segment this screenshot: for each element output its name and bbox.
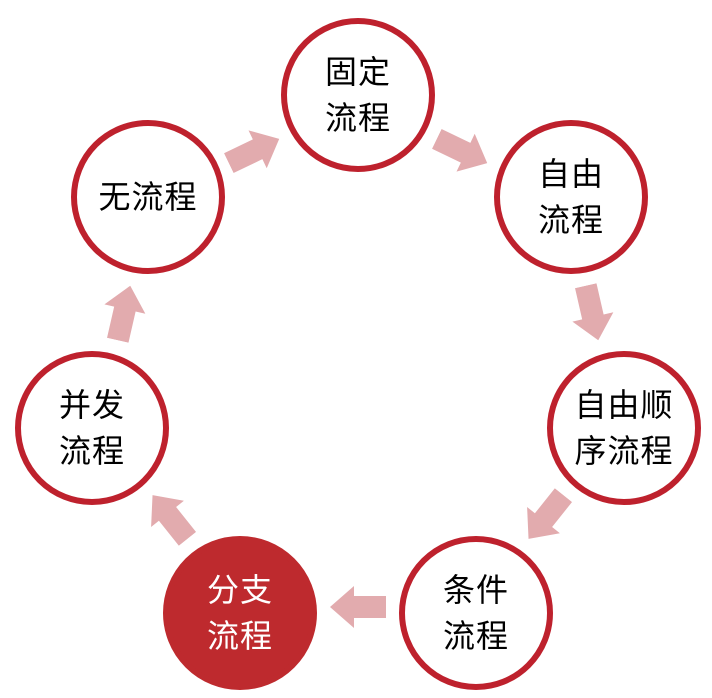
block-arrow-icon <box>527 488 573 539</box>
arrow-concurrent-process-to-no-process <box>97 281 150 345</box>
block-arrow-icon <box>431 128 488 172</box>
block-arrow-icon <box>104 285 146 343</box>
node-free-process: 自由 流程 <box>494 120 648 274</box>
node-label: 序流程 <box>574 433 674 469</box>
node-label: 流程 <box>537 202 604 238</box>
arrow-branch-process-to-concurrent-process <box>136 482 204 552</box>
node-label: 条件 <box>442 572 509 608</box>
node-concurrent-process: 并发 流程 <box>15 351 169 505</box>
node-condition-process: 条件 流程 <box>399 536 553 690</box>
node-label: 并发 <box>58 387 125 423</box>
node-fixed-process: 固定 流程 <box>281 18 435 172</box>
node-no-process: 无流程 <box>71 120 225 274</box>
node-label: 自由顺 <box>574 387 674 423</box>
arrow-no-process-to-fixed-process <box>220 120 289 182</box>
node-label: 流程 <box>206 618 273 654</box>
node-label: 流程 <box>324 100 391 136</box>
node-branch-process: 分支 流程 <box>163 536 317 690</box>
block-arrow-icon <box>572 283 614 341</box>
arrow-fixed-process-to-free-process <box>428 120 497 182</box>
node-free-sequence-process: 自由顺 序流程 <box>547 351 701 505</box>
node-label: 固定 <box>324 54 391 90</box>
node-label: 无流程 <box>98 179 198 215</box>
node-label: 自由 <box>537 156 604 192</box>
block-arrow-icon <box>330 586 386 628</box>
arrow-free-sequence-process-to-condition-process <box>512 482 580 552</box>
node-label: 分支 <box>206 572 273 608</box>
node-label: 流程 <box>442 618 509 654</box>
arrow-free-process-to-free-sequence-process <box>565 281 618 345</box>
block-arrow-icon <box>223 130 280 174</box>
arrow-condition-process-to-branch-process <box>330 586 386 628</box>
block-arrow-icon <box>151 495 197 546</box>
node-label: 流程 <box>58 433 125 469</box>
